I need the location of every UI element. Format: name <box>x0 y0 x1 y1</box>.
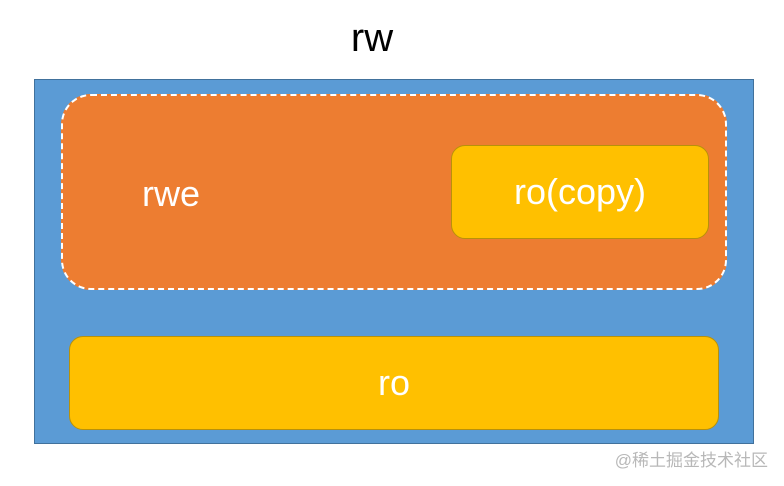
watermark: @稀土掘金技术社区 <box>614 451 768 470</box>
ro-box: ro <box>69 336 719 430</box>
rwe-label: rwe <box>142 173 201 214</box>
diagram-title: rw <box>350 16 394 60</box>
ro-copy-label: ro(copy) <box>513 171 647 212</box>
ro-label: ro <box>377 362 410 403</box>
ro-copy-box: ro(copy) <box>451 145 709 239</box>
